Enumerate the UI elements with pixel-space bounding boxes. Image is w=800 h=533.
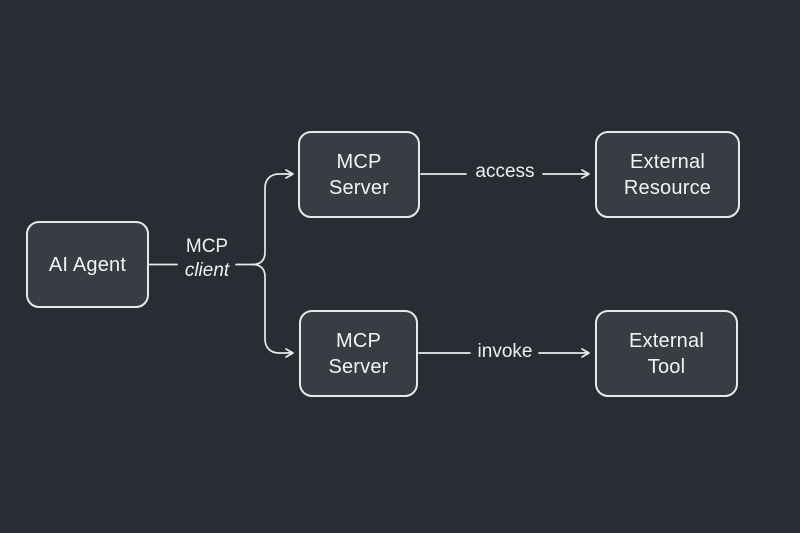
node-label: MCP — [336, 150, 382, 173]
node-label: Server — [328, 355, 389, 378]
node-external-resource: External Resource — [595, 131, 740, 218]
node-label: External — [630, 150, 705, 173]
node-label: External — [629, 329, 704, 352]
node-mcp-server-top: MCP Server — [298, 131, 420, 218]
node-external-tool: External Tool — [595, 310, 738, 397]
node-label: Resource — [623, 176, 712, 199]
edge-label-access: access — [475, 161, 535, 182]
edge-client-to-mcp-server-bottom — [251, 263, 294, 358]
edge-label-line: client — [184, 260, 230, 281]
edge-label-invoke: invoke — [477, 341, 533, 362]
node-mcp-server-bottom: MCP Server — [299, 310, 418, 397]
node-ai-agent: AI Agent — [26, 221, 149, 308]
node-label: Server — [328, 176, 390, 199]
edge-client-to-mcp-server-top — [235, 169, 294, 266]
node-label: AI Agent — [48, 253, 127, 276]
edge-label-line: MCP — [185, 236, 229, 257]
edge-label-mcp-client: MCP client — [168, 235, 246, 283]
node-label: Tool — [647, 355, 686, 378]
node-label: MCP — [335, 329, 382, 352]
